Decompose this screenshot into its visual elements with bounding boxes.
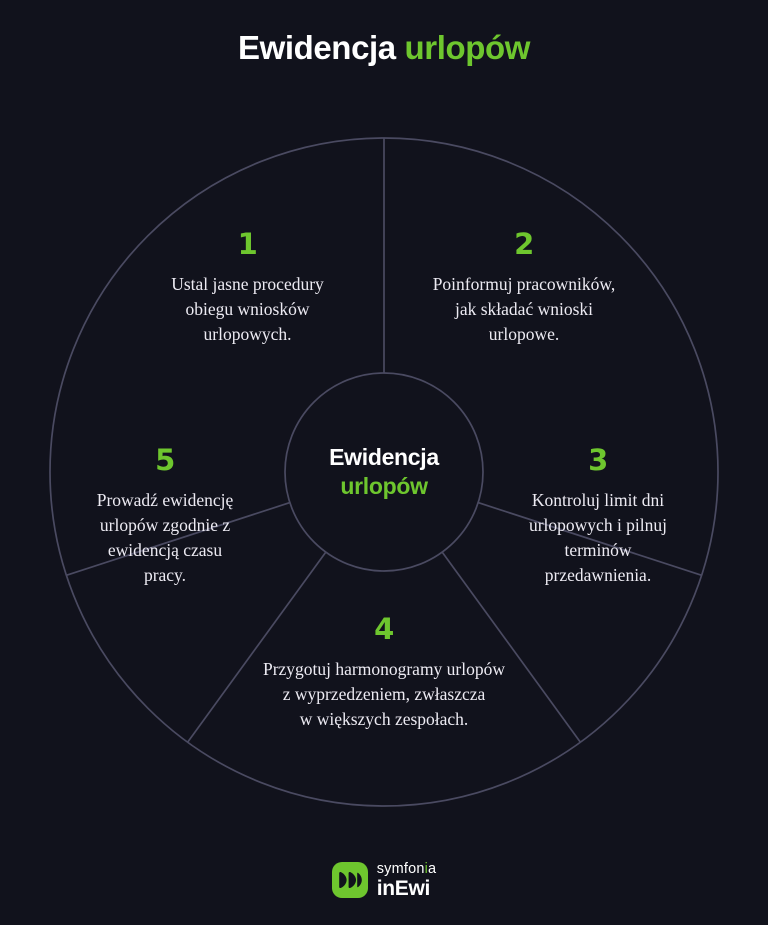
segment-1-number: 1 xyxy=(237,227,258,261)
page-title: Ewidencja urlopów xyxy=(0,28,768,68)
wheel-diagram xyxy=(49,137,719,807)
segment-3-number: 3 xyxy=(588,443,608,477)
wheel-spoke-lower-right xyxy=(441,551,582,743)
wheel-segment-2: 2 Poinformuj pracowników, jak składać wn… xyxy=(400,230,648,347)
brand-inewi: inEwi xyxy=(376,876,431,900)
symfonia-inewi-logo-icon xyxy=(331,862,368,899)
brand-symfonia-dot: i xyxy=(424,861,429,877)
page-title-white: Ewidencja xyxy=(237,29,396,66)
logo-glyph xyxy=(338,872,362,889)
wheel-svg xyxy=(49,137,719,807)
wheel-center-hub: Ewidencja urlopów xyxy=(284,372,484,572)
wheel-spoke-lower-left xyxy=(186,551,327,743)
brand-symfonia: symfonia xyxy=(377,862,437,877)
segment-5-number: 5 xyxy=(155,443,175,477)
hub-title-line2: urlopów xyxy=(340,473,428,499)
segment-2-text: Poinformuj pracowników, jak składać wnio… xyxy=(432,274,616,344)
segment-4-number: 4 xyxy=(374,612,394,646)
wheel-spoke-upper-left xyxy=(66,501,291,577)
brand-symfonia-part2: a xyxy=(428,861,437,877)
segment-4-text: Przygotuj harmonogramy urlopów z wyprzed… xyxy=(262,659,506,729)
footer-brand-words: symfonia inEwi xyxy=(377,862,437,899)
wheel-segment-5: 5 Prowadź ewidencję urlopów zgodnie z ew… xyxy=(48,446,282,587)
page-title-green: urlopów xyxy=(404,29,531,66)
segment-5-text: Prowadź ewidencję urlopów zgodnie z ewid… xyxy=(96,490,234,585)
wheel-segment-3: 3 Kontroluj limit dni urlopowych i pilnu… xyxy=(487,446,709,587)
wheel-spoke-upper-right xyxy=(477,501,702,577)
segment-3-text: Kontroluj limit dni urlopowych i pilnuj … xyxy=(528,490,668,585)
wheel-segment-4: 4 Przygotuj harmonogramy urlopów z wyprz… xyxy=(186,615,582,732)
hub-title-line1: Ewidencja xyxy=(329,444,439,471)
wheel-segment-1: 1 Ustal jasne procedury obiegu wniosków … xyxy=(125,230,370,347)
segment-2-number: 2 xyxy=(514,227,534,261)
brand-symfonia-part1: symfon xyxy=(376,861,425,877)
footer-branding: symfonia inEwi xyxy=(0,862,768,899)
segment-1-text: Ustal jasne procedury obiegu wniosków ur… xyxy=(171,274,324,344)
